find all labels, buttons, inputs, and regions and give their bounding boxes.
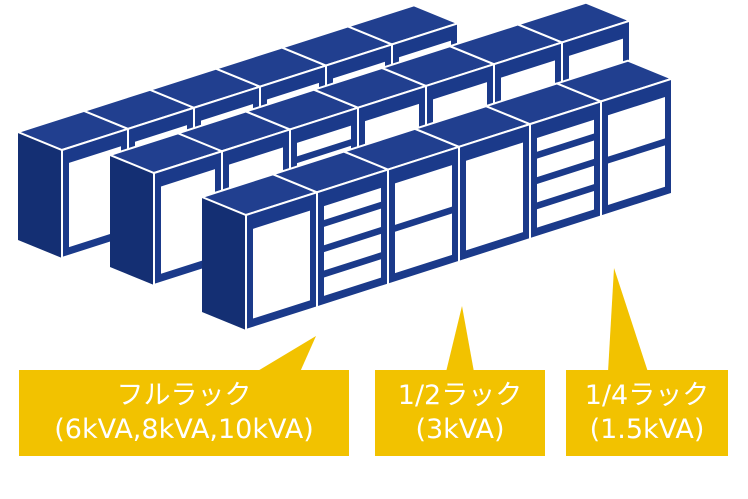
rack-full bbox=[199, 173, 320, 332]
callout-pointer-quarter bbox=[608, 268, 648, 372]
label-quarter-rack-name: 1/4ラック bbox=[584, 380, 710, 411]
rack-half bbox=[341, 127, 462, 286]
label-full-rack-name: フルラック bbox=[116, 380, 252, 411]
half-rack-panel-upper bbox=[395, 165, 452, 225]
full-rack-panel bbox=[161, 169, 215, 274]
callout-box-half bbox=[375, 370, 545, 456]
quarter-rack-panel-4 bbox=[297, 125, 351, 157]
quarter-rack-panel-3 bbox=[324, 208, 381, 246]
rack-row-front bbox=[199, 59, 675, 332]
callouts bbox=[19, 268, 728, 456]
rack-row-side-face bbox=[202, 197, 246, 330]
callout-pointer-full bbox=[256, 336, 316, 372]
quarter-rack-panel-2 bbox=[537, 165, 594, 203]
quarter-rack-panel-3 bbox=[537, 140, 594, 178]
rack-row-side-face bbox=[110, 155, 154, 285]
quarter-rack-panel-2 bbox=[324, 233, 381, 271]
label-half-rack-power: (3kVA) bbox=[415, 414, 505, 445]
callout-pointer-half bbox=[446, 306, 474, 372]
callout-box-full bbox=[19, 370, 349, 456]
half-rack-panel-upper bbox=[608, 97, 665, 157]
half-rack-panel-lower bbox=[395, 213, 452, 274]
full-rack-panel bbox=[253, 210, 310, 319]
quarter-rack-panel-1 bbox=[537, 191, 594, 228]
rack-rows bbox=[15, 1, 675, 332]
label-quarter-rack-power: (1.5kVA) bbox=[589, 414, 705, 445]
full-rack-panel bbox=[69, 146, 121, 248]
label-full-rack: フルラック (6kVA,8kVA,10kVA) bbox=[19, 370, 349, 456]
label-half-rack-name: 1/2ラック bbox=[397, 380, 523, 411]
quarter-rack-panel-4 bbox=[537, 119, 594, 152]
rack-half bbox=[554, 59, 675, 218]
callout-box-quarter bbox=[566, 370, 728, 456]
full-rack-panel bbox=[466, 142, 523, 251]
rack-quarter bbox=[270, 150, 391, 309]
quarter-rack-panel-4 bbox=[324, 187, 381, 220]
half-rack-panel-lower bbox=[608, 145, 665, 205]
rack-quarter bbox=[483, 82, 604, 241]
label-full-rack-power: (6kVA,8kVA,10kVA) bbox=[54, 414, 314, 445]
rack-row-side-face bbox=[18, 132, 62, 258]
label-half-rack: 1/2ラック (3kVA) bbox=[375, 370, 545, 456]
quarter-rack-panel-1 bbox=[324, 259, 381, 296]
label-quarter-rack: 1/4ラック (1.5kVA) bbox=[566, 370, 728, 456]
